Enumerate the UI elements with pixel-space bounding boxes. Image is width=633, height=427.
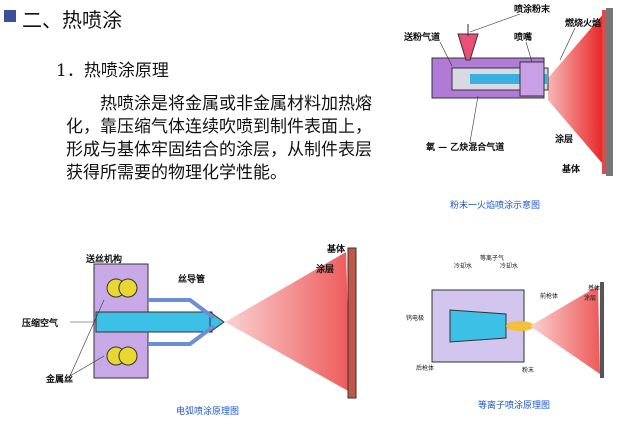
arc-label-feed: 送丝机构: [85, 253, 122, 265]
bullet-square: [4, 10, 16, 22]
plasma-label-front: 前枪体: [540, 292, 558, 300]
slide-subheading: 1．热喷涂原理: [56, 61, 169, 81]
flame-label-flame: 燃烧火焰: [565, 17, 601, 29]
arc-wire-top: [148, 298, 216, 320]
arc-label-wire: 金属丝: [45, 373, 73, 385]
flame-substrate: [606, 8, 613, 176]
flame-coating: [602, 10, 606, 174]
plasma-body: [431, 289, 525, 363]
plasma-label-gas: 等离子气: [480, 254, 504, 262]
flame-label-coating: 涂层: [555, 133, 573, 145]
arc-tip: [209, 311, 225, 333]
flame-gun-core: [451, 67, 549, 91]
arc-label-air: 压缩空气: [22, 317, 58, 329]
plasma-spray-cone: [530, 286, 600, 374]
arc-label-substrate: 基体: [326, 243, 346, 255]
plasma-label-powder: 粉末: [522, 366, 534, 374]
flame-gun-inner: [470, 74, 548, 84]
flame-label-nozzle: 喷嘴: [514, 31, 532, 43]
arc-tube: [95, 311, 213, 333]
arc-spray-cone: [225, 252, 350, 392]
arc-wire-bottom: [148, 324, 216, 346]
plasma-core: [449, 309, 507, 343]
arc-label-coating: 涂层: [316, 263, 334, 275]
flame-cone: [548, 12, 608, 170]
plasma-jet: [506, 321, 534, 331]
arc-label-guide: 丝导管: [178, 273, 205, 285]
slide-paragraph: 热喷涂是将金属或非金属材料加热熔化，靠压缩气体连续吹喷到制件表面上，形成与基体牢…: [66, 94, 372, 183]
flame-label-substrate: 基体: [561, 163, 581, 175]
plasma-label-cool2: 冷却水: [500, 262, 518, 270]
plasma-label-cool1: 冷却水: [454, 262, 472, 270]
flame-label-powder: 喷涂粉末: [514, 3, 551, 15]
plasma-label-substrate: 基体: [588, 284, 600, 292]
flame-label-gas: 送粉气道: [403, 31, 440, 43]
flame-caption: 粉末一火焰喷涂示意图: [450, 199, 540, 211]
arc-frame: [93, 263, 149, 379]
plasma-caption: 等离子喷涂原理图: [478, 399, 550, 411]
arc-substrate: [347, 247, 357, 399]
flame-gun-front: [519, 61, 545, 97]
plasma-substrate: [600, 282, 604, 378]
slide-heading: 二、热喷涂: [22, 8, 122, 32]
arc-caption: 电弧喷涂原理图: [176, 405, 239, 417]
plasma-label-electrode: 钨电极: [406, 314, 424, 322]
plasma-label-rear: 后枪体: [416, 364, 434, 372]
flame-gun-body: [431, 57, 545, 99]
flame-label-mix: 氧 — 乙炔混合气道: [425, 141, 504, 153]
powder-funnel: [457, 33, 479, 61]
plasma-label-coating: 涂层: [584, 294, 596, 302]
